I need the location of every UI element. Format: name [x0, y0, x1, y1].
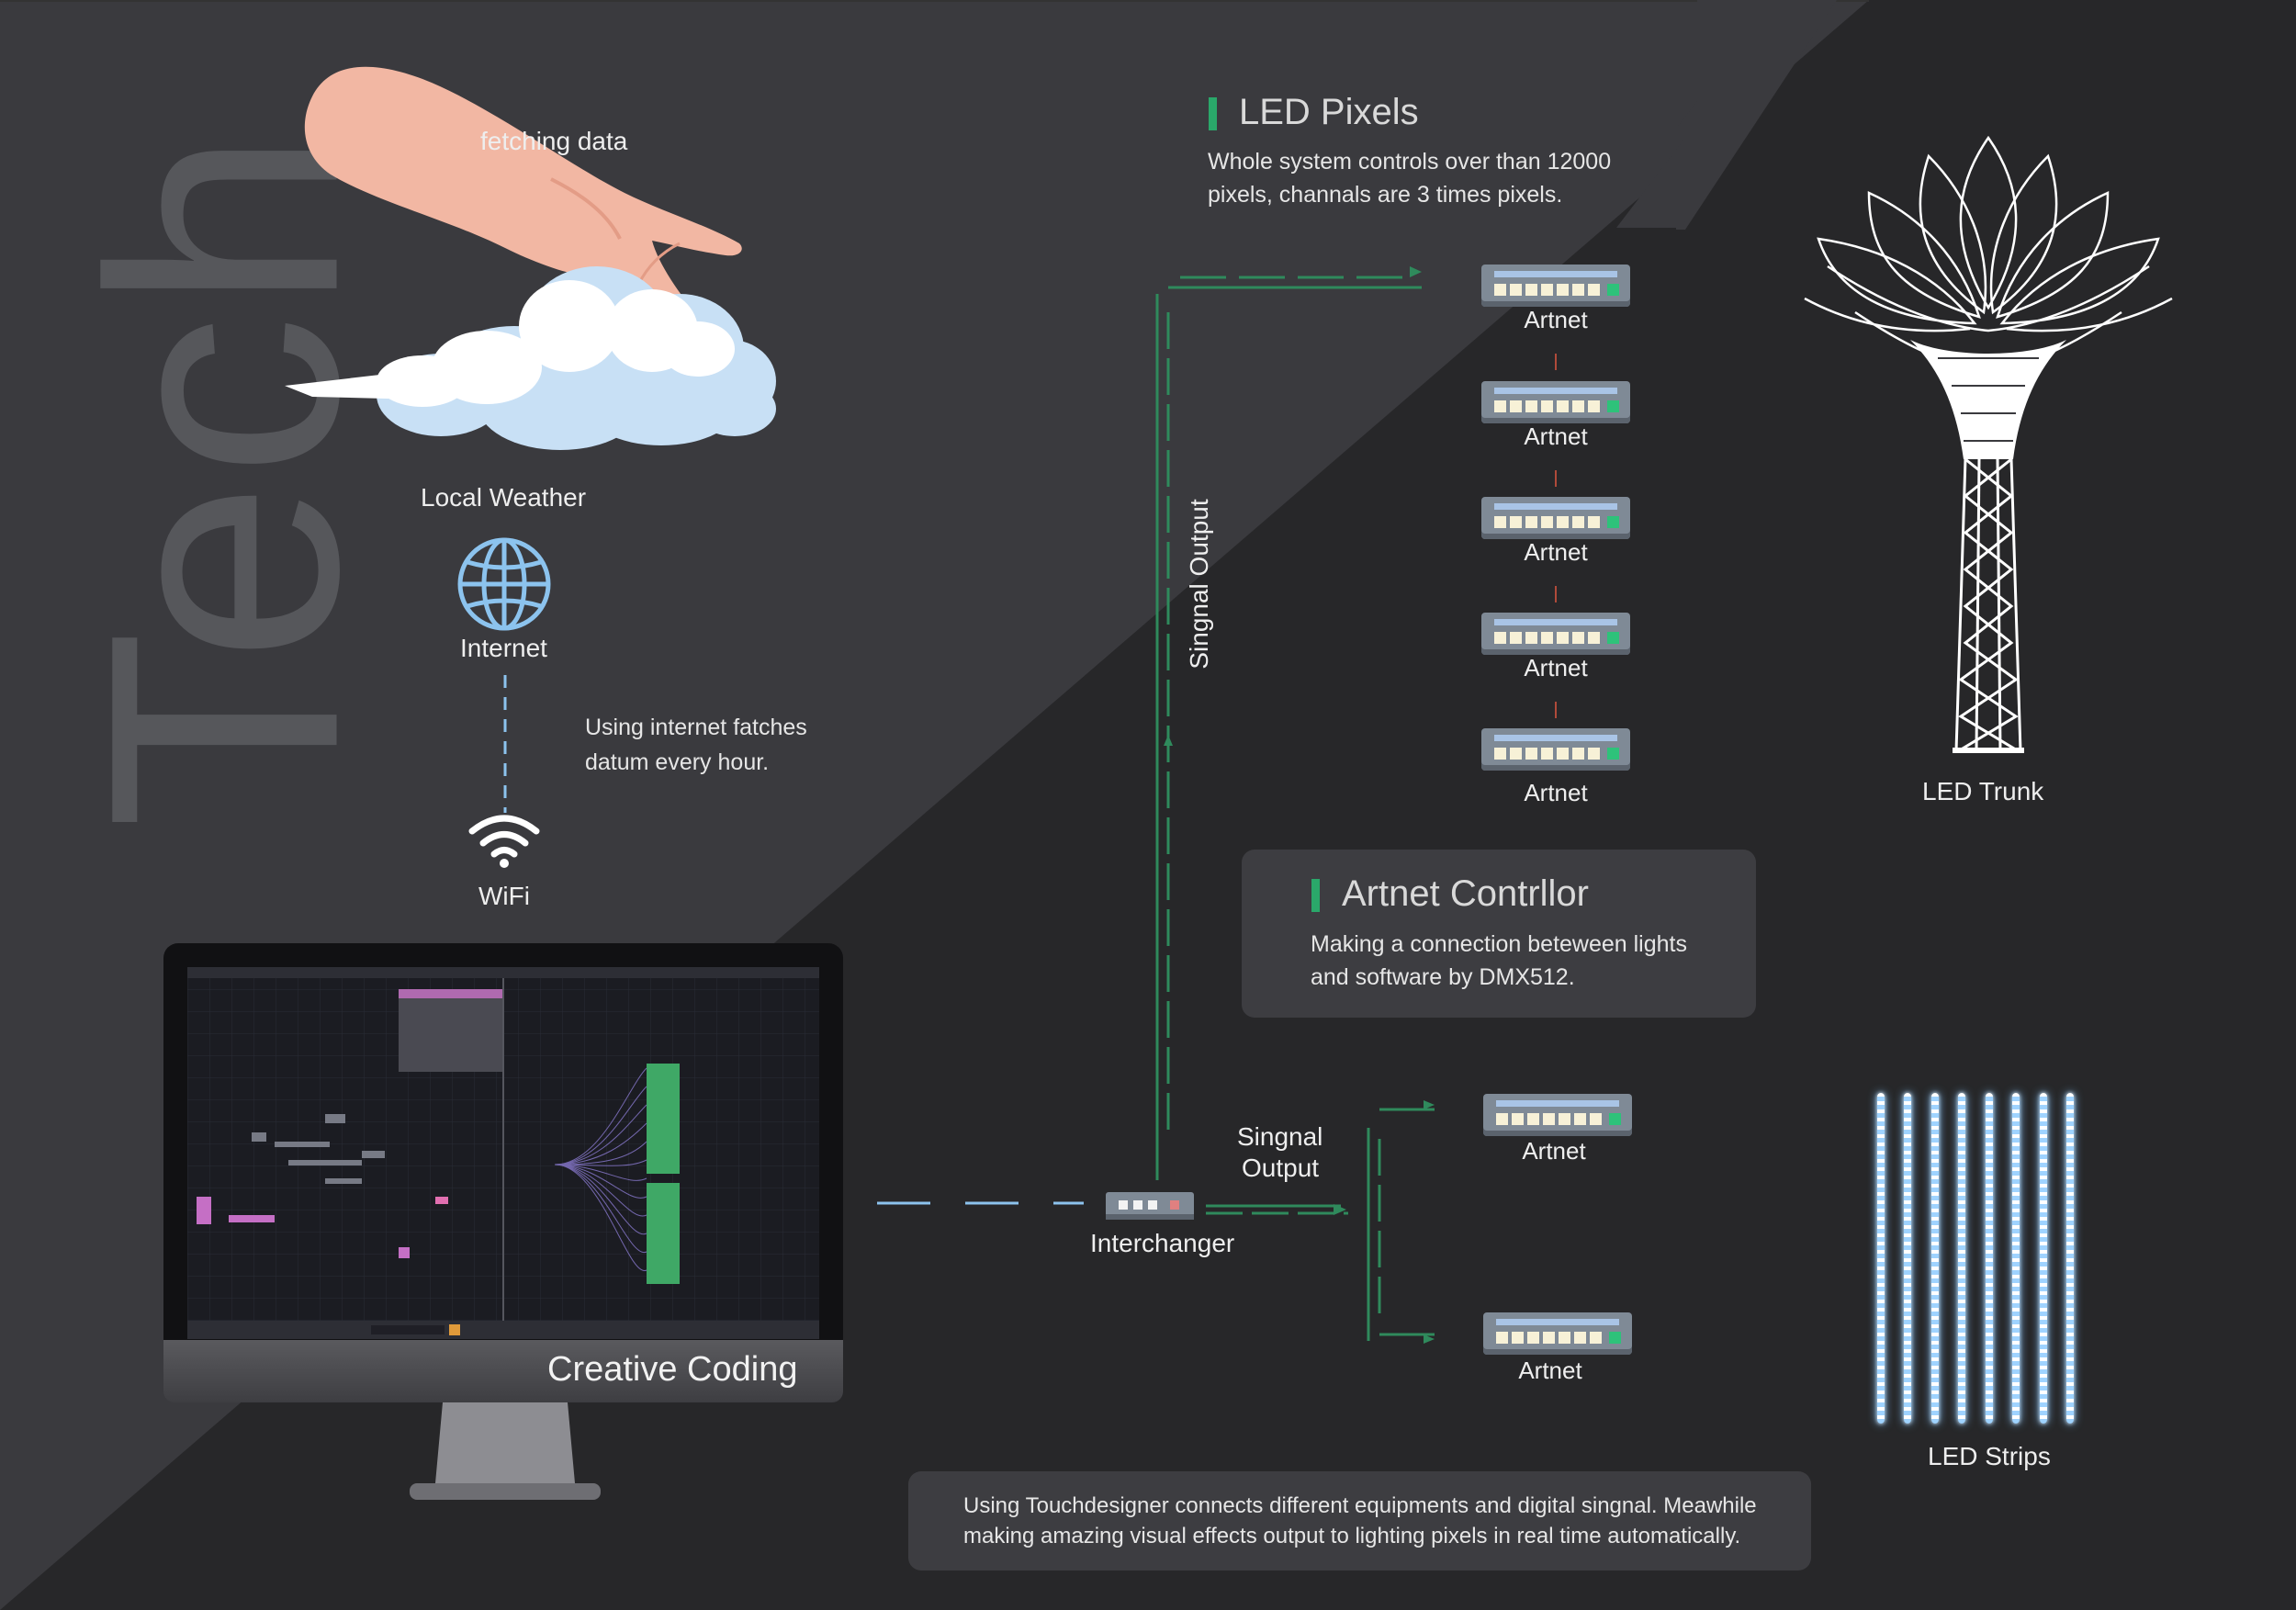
led-trunk-label: LED Trunk — [1922, 777, 2044, 805]
led-trunk-illustration — [1804, 135, 2173, 753]
artnet-device-lower-1 — [1483, 1094, 1632, 1136]
globe-icon — [457, 537, 551, 631]
artnet-device-3 — [1481, 497, 1630, 539]
monitor-chin — [163, 1340, 843, 1402]
artnet-device-lower-2 — [1483, 1312, 1632, 1355]
artnet-device-4 — [1481, 613, 1630, 655]
signal-output-lower-line-1: Singnal — [1237, 1122, 1323, 1151]
artnet-controller-panel — [1242, 850, 1756, 1018]
interchanger-device — [1106, 1192, 1194, 1220]
artnet-label-lower-1: Artnet — [1522, 1137, 1586, 1165]
artnet-controller-title: Artnet Contrllor — [1342, 873, 1589, 914]
artnet-label-2: Artnet — [1524, 422, 1588, 450]
artnet-controller-desc-line-2: and software by DMX512. — [1311, 964, 1575, 990]
artnet-label-5: Artnet — [1524, 779, 1588, 806]
internet-label: Internet — [460, 634, 547, 662]
hand-cloud-illustration — [285, 66, 776, 450]
footer-note-line-2: making amazing visual effects output to … — [963, 1524, 1741, 1548]
led-pixels-desc-line-1: Whole system controls over than 12000 — [1208, 149, 1612, 175]
monitor-label: Creative Coding — [547, 1350, 798, 1389]
signal-output-vertical-label: Singnal Output — [1185, 499, 1213, 670]
fetching-data-label: fetching data — [480, 127, 628, 155]
artnet-label-3: Artnet — [1524, 538, 1588, 566]
artnet-label-4: Artnet — [1524, 654, 1588, 681]
artnet-label-lower-2: Artnet — [1518, 1357, 1582, 1384]
artnet-device-1 — [1481, 265, 1630, 307]
internet-note-line-2: datum every hour. — [585, 749, 770, 775]
artnet-label-1: Artnet — [1524, 306, 1588, 333]
node-network-visual — [187, 967, 819, 1339]
wifi-icon — [468, 815, 540, 868]
wifi-label: WiFi — [478, 882, 530, 910]
led-pixels-title: LED Pixels — [1239, 92, 1419, 132]
led-pixels-desc-line-2: pixels, channals are 3 times pixels. — [1208, 182, 1563, 208]
footer-note-panel — [908, 1471, 1811, 1571]
footer-note-line-1: Using Touchdesigner connects different e… — [963, 1493, 1757, 1518]
led-pixels-panel-bg — [1612, 0, 1837, 230]
monitor-interchanger-connector — [877, 1201, 1084, 1205]
artnet-controller-desc-line-1: Making a connection beteween lights — [1311, 931, 1687, 957]
signal-output-lower-line-2: Output — [1242, 1154, 1320, 1182]
led-pixels-accent-bar — [1209, 97, 1217, 130]
monitor-stand — [410, 1402, 601, 1500]
local-weather-label: Local Weather — [421, 483, 587, 512]
internet-wifi-connector — [503, 675, 507, 813]
artnet-controller-accent-bar — [1311, 879, 1320, 912]
artnet-device-2 — [1481, 381, 1630, 423]
monitor-screen — [187, 967, 819, 1339]
interchanger-label: Interchanger — [1090, 1229, 1235, 1257]
artnet-device-5 — [1481, 728, 1630, 771]
led-strips-label: LED Strips — [1928, 1442, 2051, 1470]
internet-note-line-1: Using internet fatches — [585, 715, 807, 740]
